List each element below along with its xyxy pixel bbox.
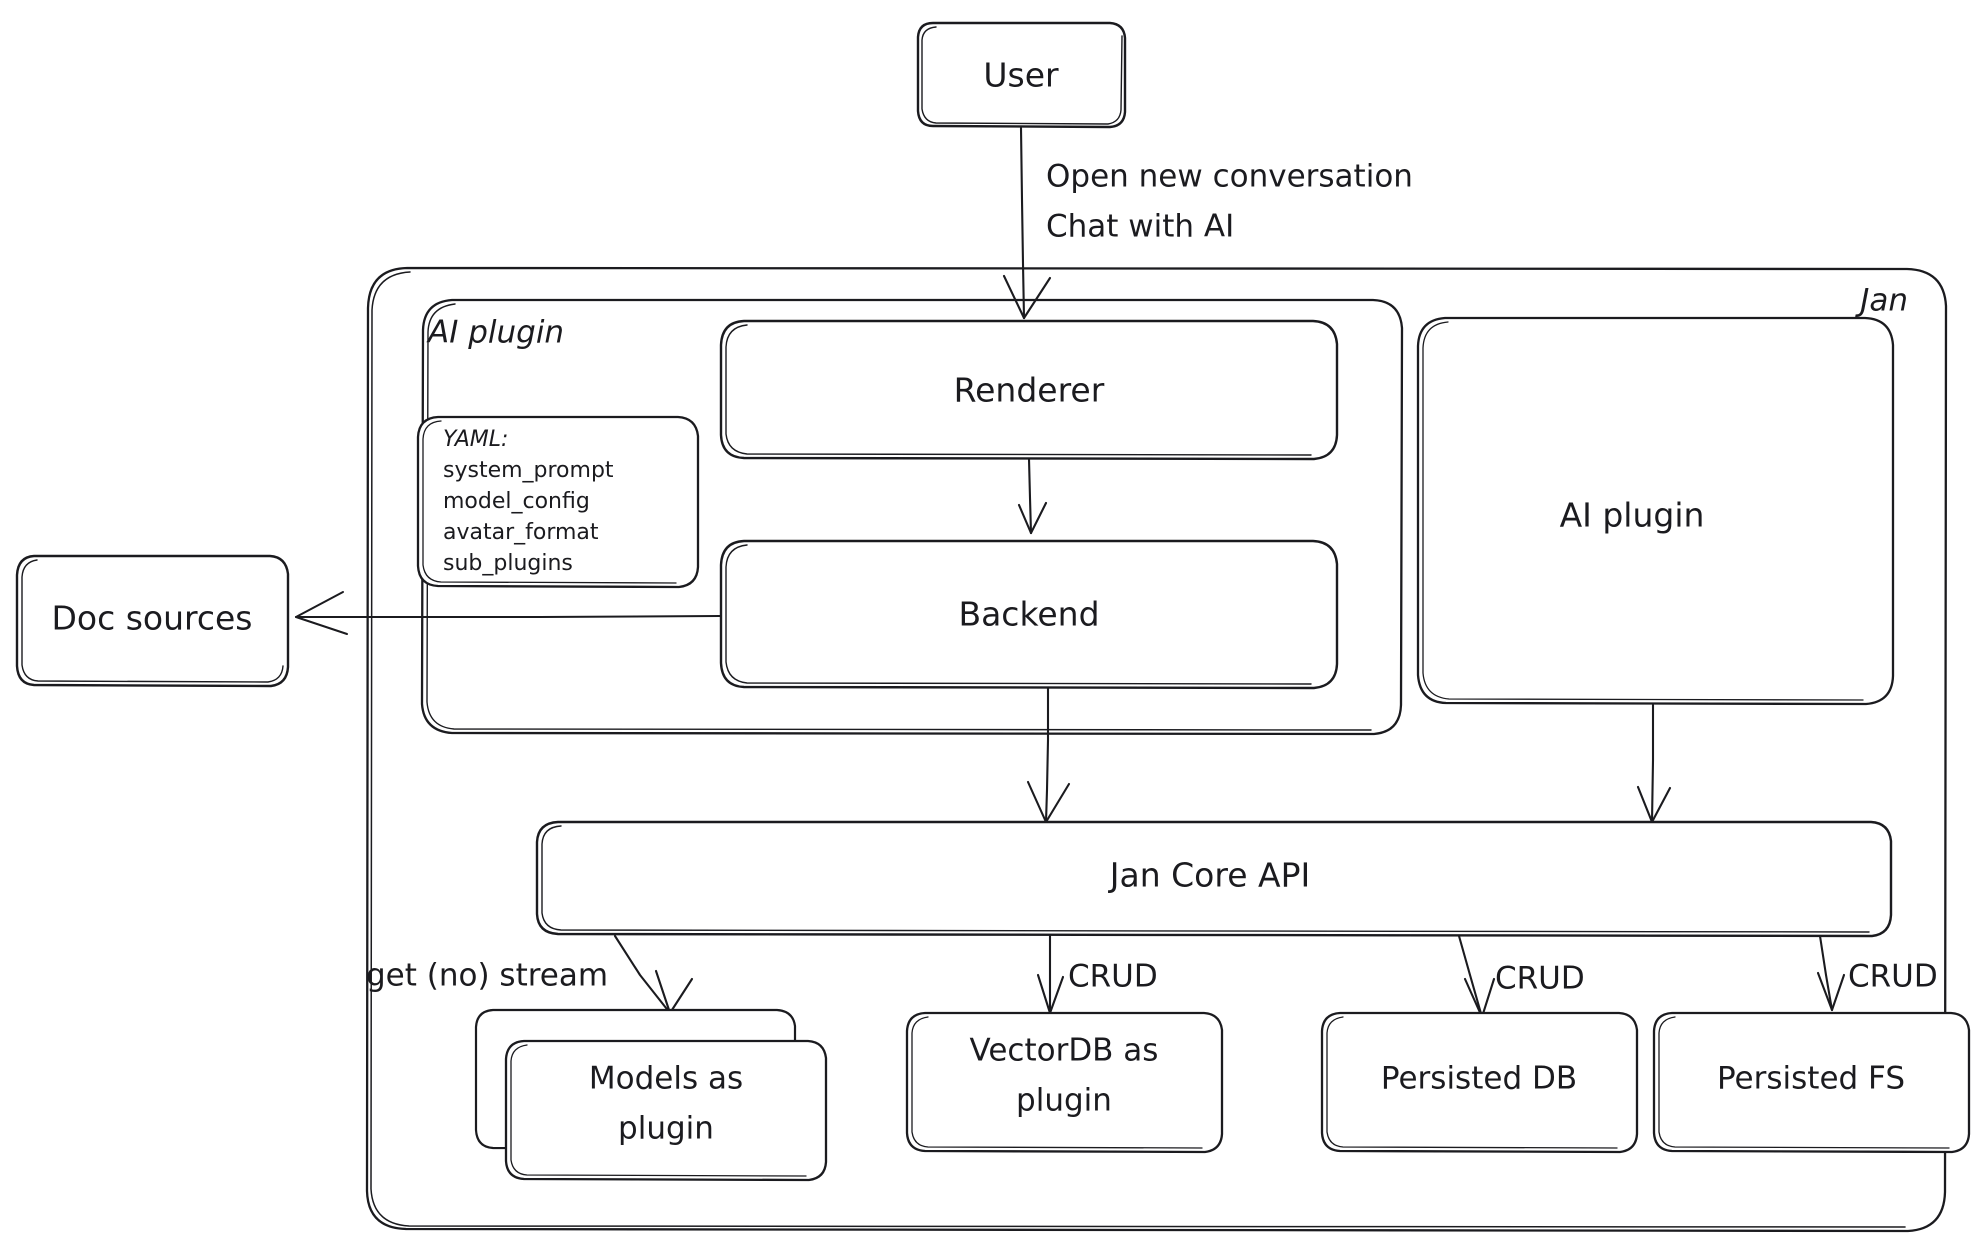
- edge-user-to-renderer-label-line2: Chat with AI: [1046, 209, 1234, 245]
- node-vectordb-plugin-label-line2: plugin: [1016, 1083, 1112, 1119]
- edge-ai-plugin-to-core: [1636, 703, 1672, 824]
- yaml-key-avatar-format: avatar_format: [443, 520, 599, 545]
- node-models-plugin[interactable]: Models as plugin: [474, 1008, 828, 1182]
- node-backend[interactable]: Backend: [719, 539, 1339, 690]
- node-ai-plugin-right-label: AI plugin: [1560, 496, 1705, 535]
- edge-core-to-persisted-fs: CRUD: [1816, 934, 1938, 1012]
- edge-core-to-models: get (no) stream: [366, 934, 694, 1015]
- node-doc-sources[interactable]: Doc sources: [15, 554, 290, 688]
- group-ai-plugin-label: AI plugin: [426, 315, 564, 351]
- node-vectordb-plugin-label-line1: VectorDB as: [970, 1033, 1159, 1069]
- node-persisted-db-label: Persisted DB: [1381, 1061, 1577, 1097]
- node-user[interactable]: User: [916, 21, 1127, 129]
- node-doc-sources-label: Doc sources: [51, 599, 252, 638]
- node-backend-label: Backend: [958, 595, 1099, 634]
- edge-core-to-persisted-db-label: CRUD: [1495, 961, 1585, 997]
- node-renderer[interactable]: Renderer: [719, 319, 1339, 461]
- edge-user-to-renderer-label-line1: Open new conversation: [1046, 159, 1413, 195]
- node-vectordb-plugin[interactable]: VectorDB as plugin: [905, 1011, 1224, 1154]
- node-jan-core-api-label: Jan Core API: [1108, 856, 1310, 895]
- edge-user-to-renderer: Open new conversation Chat with AI: [1002, 126, 1413, 320]
- jan-container-label: Jan: [1854, 283, 1908, 319]
- edge-backend-to-core: [1026, 686, 1071, 824]
- card-yaml-config[interactable]: YAML: system_prompt model_config avatar_…: [416, 415, 700, 589]
- yaml-key-system-prompt: system_prompt: [443, 458, 614, 483]
- node-models-plugin-label-line2: plugin: [618, 1111, 714, 1147]
- node-persisted-db[interactable]: Persisted DB: [1320, 1011, 1639, 1154]
- yaml-heading: YAML:: [443, 427, 508, 452]
- node-persisted-fs[interactable]: Persisted FS: [1652, 1011, 1971, 1154]
- node-models-plugin-label-line1: Models as: [589, 1061, 743, 1097]
- node-user-label: User: [983, 56, 1059, 95]
- node-persisted-fs-label: Persisted FS: [1717, 1061, 1905, 1097]
- node-renderer-label: Renderer: [954, 371, 1105, 410]
- edge-core-to-persisted-fs-label: CRUD: [1848, 959, 1938, 995]
- edge-core-to-vectordb: CRUD: [1036, 934, 1158, 1015]
- edge-renderer-to-backend: [1017, 457, 1048, 535]
- edge-backend-to-doc-sources: [295, 591, 721, 635]
- node-jan-core-api[interactable]: Jan Core API: [535, 820, 1893, 938]
- edge-core-to-vectordb-label: CRUD: [1068, 959, 1158, 995]
- edge-core-to-models-label: get (no) stream: [366, 958, 608, 994]
- edge-core-to-persisted-db: CRUD: [1457, 934, 1585, 1019]
- yaml-key-model-config: model_config: [443, 489, 590, 514]
- yaml-key-sub-plugins: sub_plugins: [443, 551, 573, 576]
- node-ai-plugin-right[interactable]: AI plugin: [1416, 316, 1895, 706]
